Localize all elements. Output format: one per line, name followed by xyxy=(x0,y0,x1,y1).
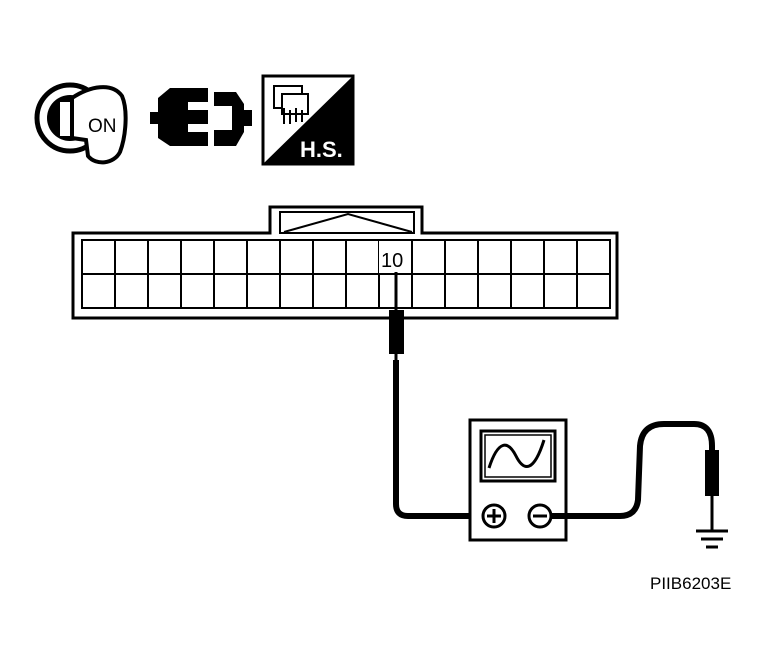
connector-face: 10 xyxy=(71,205,619,320)
harness-side-connector-icon: H.S. xyxy=(261,74,355,166)
ignition-key-icon: ON xyxy=(34,82,128,165)
figure-code: PIIB6203E xyxy=(650,574,731,593)
probe-positive xyxy=(389,272,404,362)
ground-symbol-icon xyxy=(696,529,728,549)
oscilloscope-icon xyxy=(468,418,568,542)
ignition-on-label: ON xyxy=(88,116,117,137)
lead-wire-positive xyxy=(393,360,482,519)
terminal-10-label: 10 xyxy=(381,250,403,272)
terminal-10-cell xyxy=(379,241,410,273)
harness-side-label: H.S. xyxy=(300,137,343,162)
probe-ground xyxy=(705,450,719,530)
connector-disconnected-icon xyxy=(150,88,252,146)
lead-wire-negative xyxy=(551,421,715,519)
